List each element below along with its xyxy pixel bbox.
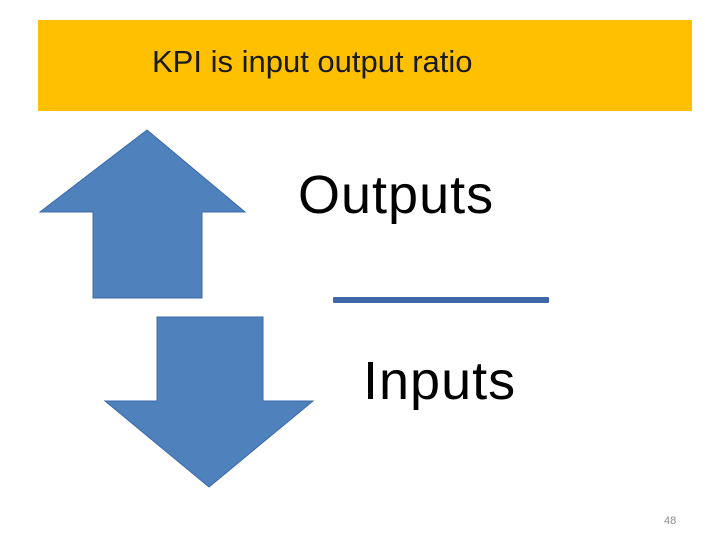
slide-number: 48 — [664, 515, 677, 527]
title-bar: KPI is input output ratio — [38, 20, 692, 111]
fraction-line — [333, 297, 549, 303]
inputs-label: Inputs — [363, 351, 517, 411]
outputs-label: Outputs — [298, 165, 495, 225]
slide-title: KPI is input output ratio — [152, 44, 473, 79]
up-arrow-icon — [38, 129, 247, 299]
down-arrow-icon — [103, 316, 315, 488]
